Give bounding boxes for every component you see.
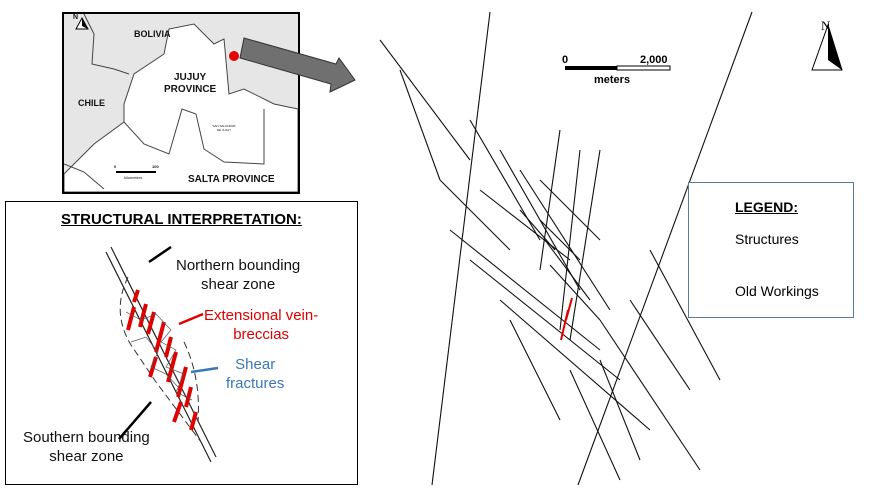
label-chile: CHILE bbox=[78, 98, 105, 108]
location-marker bbox=[229, 51, 239, 61]
structure-lines bbox=[379, 11, 753, 486]
legend-title: LEGEND: bbox=[735, 199, 798, 215]
label-city: SAN SALVADOR DE JUJUY bbox=[212, 124, 236, 132]
scale-bar bbox=[565, 65, 671, 71]
scale-start: 0 bbox=[562, 54, 569, 66]
scale-start: 0 bbox=[114, 164, 117, 169]
legend-structures: Structures bbox=[735, 231, 799, 247]
old-workings bbox=[560, 297, 573, 341]
shear-zone-diagram bbox=[105, 245, 219, 463]
legend: LEGEND: Structures Old Workings bbox=[688, 182, 854, 318]
label-salta: SALTA PROVINCE bbox=[188, 174, 275, 185]
scale-unit: meters bbox=[594, 74, 631, 86]
structural-title: STRUCTURAL INTERPRETATION: bbox=[61, 211, 302, 228]
structural-interpretation-panel: STRUCTURAL INTERPRETATION: Northern boun… bbox=[5, 201, 358, 485]
legend-old-workings: Old Workings bbox=[735, 283, 819, 299]
north-arrow-icon bbox=[828, 25, 842, 70]
location-map-outlines bbox=[64, 14, 298, 192]
scale-unit: kilometers bbox=[124, 175, 143, 180]
scale-end: 100 bbox=[152, 164, 159, 169]
northern-arrow bbox=[148, 245, 172, 264]
label-bolivia: BOLIVIA bbox=[134, 29, 171, 39]
north-label: N bbox=[73, 14, 79, 21]
extensional-label: Extensional vein-breccias bbox=[204, 307, 319, 343]
north-label: N bbox=[821, 18, 831, 33]
scale-end: 2,000 bbox=[640, 54, 668, 66]
